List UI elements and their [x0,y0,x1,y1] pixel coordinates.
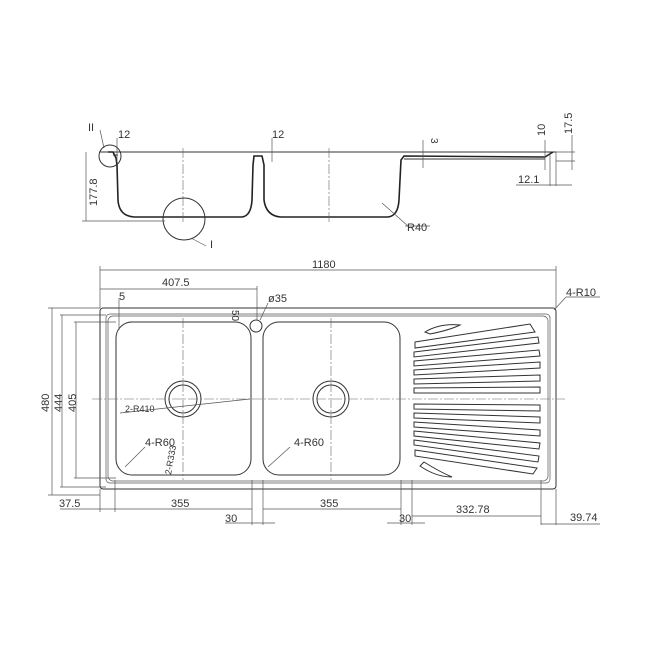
bowl-radius-b-label: 2-R333 [163,445,178,476]
detail-II-circle [98,144,122,168]
rim-left-dim: 12 [118,129,130,141]
detail-I-label: I [210,239,213,251]
tap-hole-offset-dim: 50 [229,310,240,322]
overall-length-dim: 1180 [312,259,336,271]
dim-left-margin: 37.5 [59,498,80,510]
rim-mid-dim: 12 [272,129,284,141]
corner-radius-label: 4-R10 [566,287,596,299]
left-bowl [115,321,252,476]
bowl-corner-right-label: 4-R60 [294,437,324,449]
dim-drainboard: 332.78 [456,504,490,516]
bottom-dimensions: 37.5 355 30 355 30 332.78 39.74 [59,480,600,525]
bowl-offset-dim: 407.5 [162,277,190,289]
dim-right-bowl: 355 [320,498,338,510]
dim-left-bowl: 355 [171,498,189,510]
bowl-radius-a-label: 2-R410 [125,404,155,414]
dim-right-margin: 39.74 [570,512,598,524]
drain-step-dim: 3 [428,138,439,144]
bowl-corner-left-label: 4-R60 [145,437,175,449]
section-view: II I 12 12 177.8 3 10 17.5 12.1 R40 [82,113,575,251]
bowl-width-dim: 405 [67,394,79,412]
edge-12-1-dim: 12.1 [518,174,539,186]
right-bowl [262,321,401,476]
rim-5-dim: 5 [119,291,125,303]
section-radius-label: R40 [407,222,427,234]
tap-hole-dia-dim: ø35 [268,293,287,305]
dim-gap: 30 [399,513,411,525]
edge-10-dim: 10 [536,124,548,136]
dim-divider: 30 [225,513,237,525]
plan-view: 1180 407.5 5 50 ø35 4-R10 480 444 405 2-… [40,259,600,525]
tap-hole [249,319,263,333]
inner-width-dim: 444 [53,394,65,412]
overall-width-dim: 480 [40,394,52,412]
detail-I-circle [162,197,206,241]
drainboard-grooves [413,323,541,478]
edge-17-5-dim: 17.5 [563,113,575,134]
sink-outline [99,307,557,490]
detail-II-label: II [88,122,94,134]
depth-dim: 177.8 [88,178,100,206]
